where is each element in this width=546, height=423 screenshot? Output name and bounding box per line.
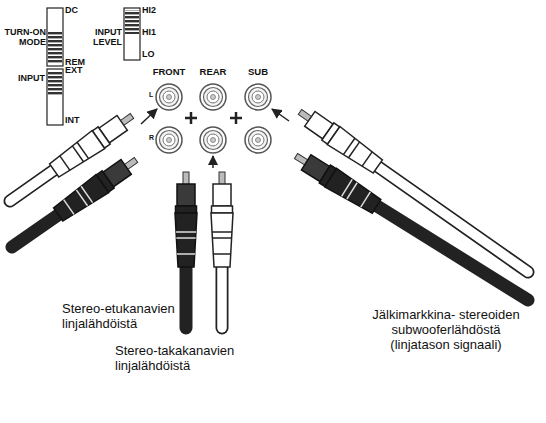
plus-symbol xyxy=(185,112,242,124)
switch-label: INPUT xyxy=(10,74,45,84)
slide-switch xyxy=(47,8,63,66)
switch-position: INT xyxy=(65,116,80,126)
switch-position: HI1 xyxy=(142,28,156,38)
direction-arrow xyxy=(141,109,289,168)
channel-label: REAR xyxy=(200,67,227,77)
channel-label: SUB xyxy=(248,67,268,77)
caption-text: Stereo-etukanavien linjalähdöistä xyxy=(62,302,192,332)
rca-plug xyxy=(48,103,384,267)
switch-position: EXT xyxy=(65,66,83,76)
side-label: R xyxy=(149,134,154,142)
switch-position: DC xyxy=(65,6,78,16)
caption-text: Stereo-takakanavien linjalähdöistä xyxy=(115,344,245,374)
caption-text: Jälkimarkkina- stereoiden subwooferlähdö… xyxy=(372,308,520,353)
rca-jack-panel xyxy=(156,84,271,153)
side-label: L xyxy=(149,91,153,99)
switch-label: INPUT LEVEL xyxy=(84,28,122,48)
channel-label: FRONT xyxy=(153,67,186,77)
switch-position: LO xyxy=(142,50,155,60)
switch-label: TURN-ON MODE xyxy=(1,28,46,48)
switch-position: HI2 xyxy=(142,6,156,16)
slide-switch xyxy=(47,69,63,125)
slide-switch xyxy=(124,8,140,60)
